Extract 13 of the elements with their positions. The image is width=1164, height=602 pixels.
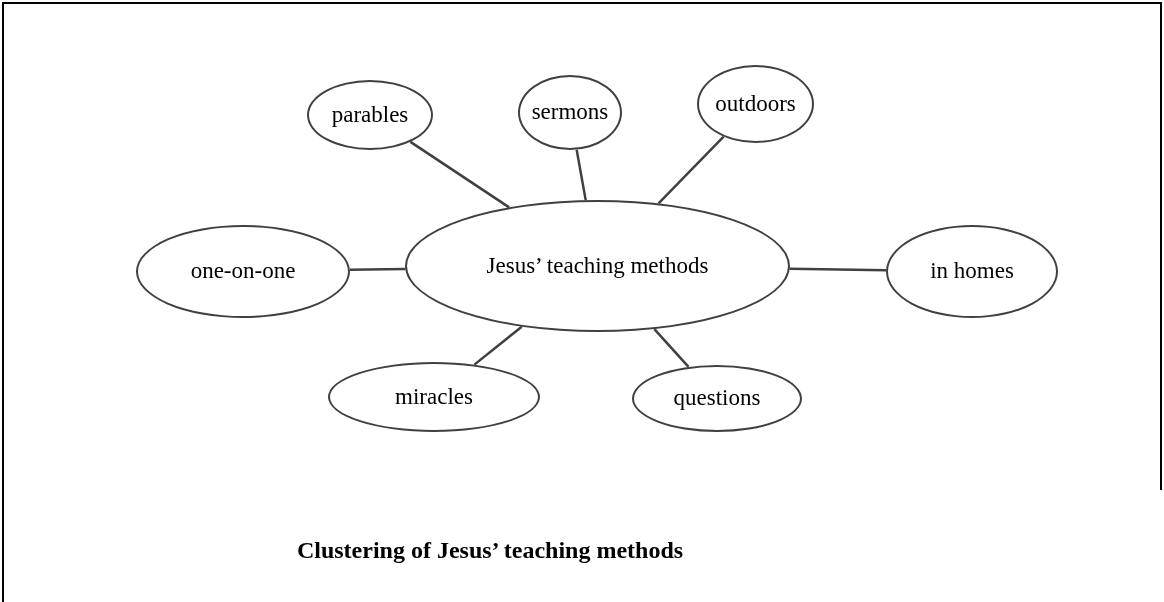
diagram-caption: Clustering of Jesus’ teaching methods — [296, 536, 684, 565]
connector-line — [409, 140, 510, 209]
node-label: questions — [673, 384, 761, 413]
node-label: parables — [331, 100, 409, 129]
connector-line — [789, 267, 887, 272]
node-label: in homes — [930, 257, 1014, 286]
node-label: Jesus’ teaching methods — [486, 251, 709, 280]
node-label: miracles — [395, 382, 473, 411]
node-label: sermons — [531, 98, 609, 127]
node-label: outdoors — [715, 89, 796, 118]
connector-line — [349, 267, 406, 272]
connector-line — [575, 149, 587, 201]
node-label: one-on-one — [190, 257, 296, 286]
